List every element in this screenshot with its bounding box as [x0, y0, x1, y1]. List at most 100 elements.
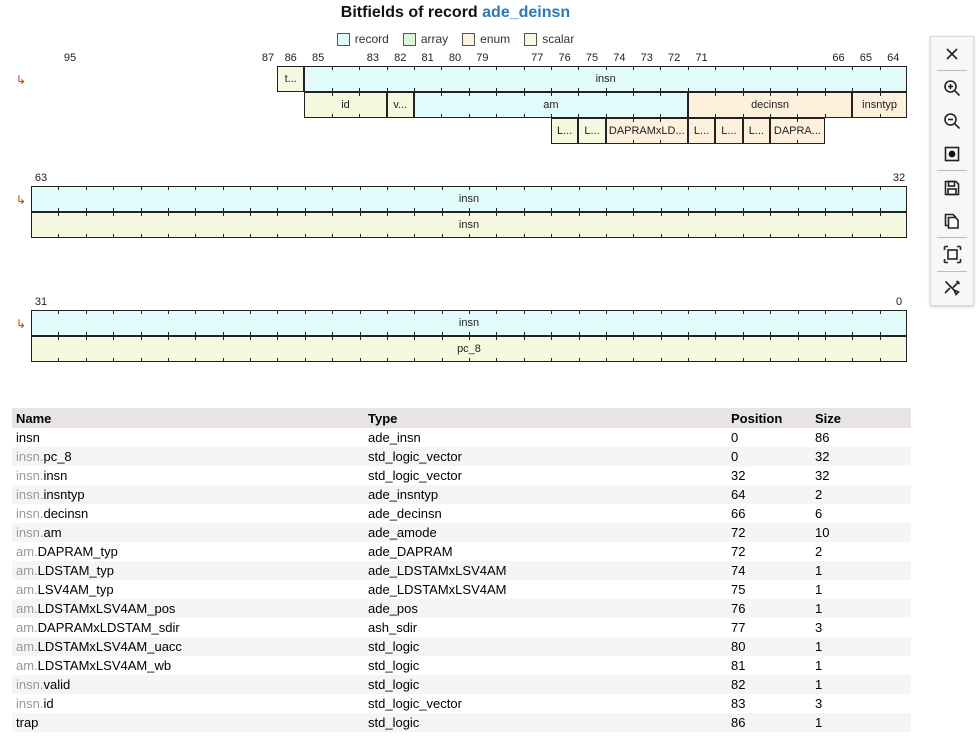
bitfield-cell-L[interactable]: L...	[715, 118, 743, 144]
legend-label: record	[354, 32, 389, 46]
bit-tick	[824, 186, 826, 190]
bitfield-cell-pc_8[interactable]: pc_8	[31, 336, 907, 362]
bit-tick	[770, 186, 772, 190]
bit-tick	[386, 332, 388, 336]
bit-tick	[687, 88, 689, 92]
bit-tick	[551, 212, 553, 216]
cell-name: insn.am	[12, 525, 368, 540]
bit-tick	[359, 186, 361, 190]
bit-tick	[770, 66, 772, 70]
cell-name-leaf: LDSTAMxLSV4AM_pos	[37, 601, 176, 616]
cell-name-leaf: id	[43, 696, 54, 711]
bitfield-cell-DAPRAMxLD[interactable]: DAPRAMxLD...	[605, 118, 688, 144]
bit-tick	[414, 336, 416, 340]
cell-name-leaf: insntyp	[43, 487, 85, 502]
bit-tick	[58, 358, 60, 362]
bit-tick	[58, 310, 60, 314]
bitfield-cell-L[interactable]: L...	[578, 118, 606, 144]
bit-tick	[496, 310, 498, 314]
close-icon[interactable]	[931, 37, 973, 70]
bitfield-cell-L[interactable]: L...	[550, 118, 579, 144]
cell-type: std_logic	[368, 658, 420, 673]
cell-size: 1	[815, 582, 823, 597]
bit-tick	[660, 310, 662, 314]
bitfield-cell-id[interactable]: id	[304, 92, 387, 118]
bit-tick	[578, 186, 580, 190]
bit-tick	[222, 332, 224, 336]
bit-tick	[633, 92, 635, 96]
tools-icon[interactable]	[931, 272, 973, 305]
bit-tick	[824, 92, 826, 96]
bit-tick	[140, 212, 142, 216]
save-icon[interactable]	[931, 171, 973, 204]
bit-tick	[578, 336, 580, 340]
fit-frame-icon[interactable]	[931, 238, 973, 271]
zoom-out-icon[interactable]	[931, 104, 973, 137]
bit-tick	[742, 88, 744, 92]
bit-tick	[195, 310, 197, 314]
copy-icon[interactable]	[931, 204, 973, 237]
bit-tick	[250, 186, 251, 190]
bitfield-cell-L[interactable]: L...	[742, 118, 771, 144]
cell-type: ade_amode	[368, 525, 437, 540]
viewer-toolbar[interactable]	[930, 36, 974, 306]
bit-tick	[715, 332, 717, 336]
bit-tick	[523, 358, 525, 362]
ruler-tick-label: 64	[887, 52, 900, 64]
bitfield-cell-L[interactable]: L...	[687, 118, 716, 144]
bitfield-cell-v[interactable]: v...	[386, 92, 414, 118]
bit-tick	[770, 358, 772, 362]
bit-tick	[304, 332, 306, 336]
bit-tick	[578, 212, 580, 216]
bit-tick	[441, 234, 443, 238]
legend-item-array: array	[402, 32, 448, 46]
cell-position: 82	[731, 677, 746, 692]
bit-tick	[578, 332, 580, 336]
cell-type: ade_decinsn	[368, 506, 442, 521]
bit-tick	[58, 212, 60, 216]
bit-tick	[550, 114, 552, 118]
bitfield-cell-label: pc_8	[457, 343, 481, 355]
bit-tick	[359, 66, 361, 70]
bit-tick	[277, 186, 279, 190]
cell-name: trap	[12, 715, 368, 730]
bit-tick	[688, 208, 689, 212]
cell-type: std_logic	[368, 639, 420, 654]
bit-tick	[277, 212, 279, 216]
bit-tick	[660, 66, 662, 70]
bit-tick	[824, 212, 826, 216]
bit-tick	[715, 310, 717, 314]
bit-tick	[441, 66, 443, 70]
bit-tick	[770, 234, 772, 238]
bit-tick	[797, 186, 799, 190]
bit-tick	[852, 66, 854, 70]
cell-size: 32	[815, 449, 830, 464]
bit-tick	[688, 336, 689, 340]
cell-name: insn.insntyp	[12, 487, 368, 502]
ruler-tick-label: 32	[892, 172, 906, 184]
bit-tick	[550, 66, 552, 70]
bitfield-cell-decinsn[interactable]: decinsn	[687, 92, 853, 118]
cell-name-leaf: LDSTAMxLSV4AM_wb	[37, 658, 172, 673]
zoom-in-icon[interactable]	[931, 71, 973, 104]
bitfield-cell-t[interactable]: t...	[277, 66, 305, 92]
bit-tick	[852, 208, 854, 212]
zoom-reset-icon[interactable]	[931, 137, 973, 170]
bit-tick	[496, 92, 498, 96]
